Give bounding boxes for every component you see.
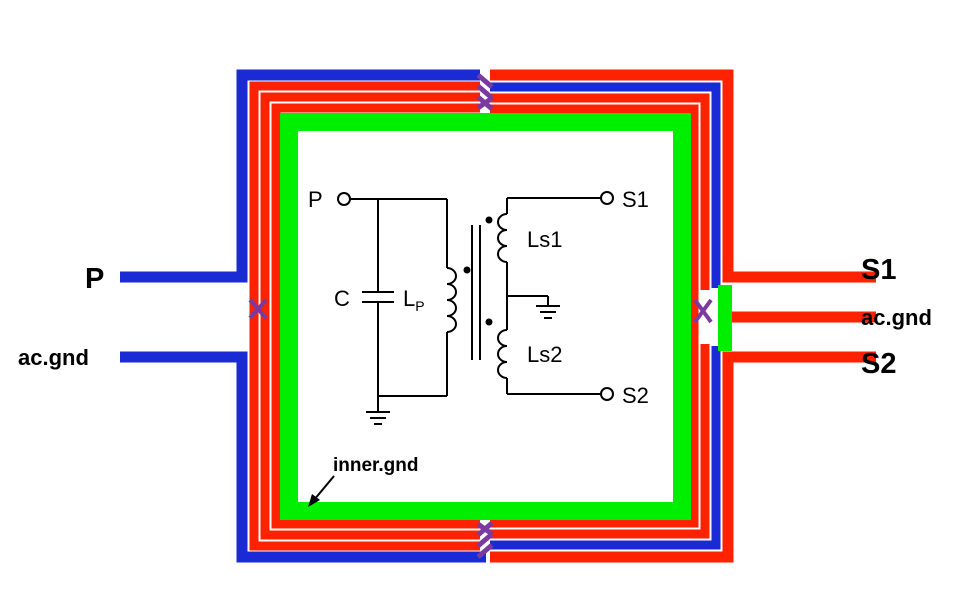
label-primary-gnd: ac.gnd [18,345,89,370]
label-secondary1: S1 [861,254,896,286]
schematic-label-ls1: Ls1 [527,227,562,252]
top-crossover [476,73,494,111]
label-primary: P [85,263,104,295]
ground-symbol-secondary [536,305,560,319]
bottom-crossover [476,521,494,559]
schematic-label-ls2: Ls2 [527,342,562,367]
port-p-terminal [337,192,351,206]
inductor-ls2 [497,329,508,379]
polarity-dot-ls1 [485,216,493,224]
label-inner-gnd: inner.gnd [333,455,419,476]
schematic [337,191,614,425]
schematic-label-s2: S2 [622,383,649,408]
secondary-winding-right-mid [490,93,710,539]
primary-winding-trace [120,69,486,563]
inductor-ls1 [497,213,508,263]
schematic-label-s1: S1 [622,187,649,212]
right-crossover [693,298,713,324]
inductor-lp [446,267,457,333]
polarity-dot-ls2 [485,318,493,326]
schematic-labels: P S1 S2 C LP Ls1 Ls2 [308,187,649,408]
schematic-label-p: P [308,187,323,212]
label-secondary2: S2 [861,348,896,380]
label-secondary-gnd: ac.gnd [861,305,932,330]
port-s2-terminal [600,387,614,401]
winding-layout [120,69,876,563]
primary-winding-return [490,82,721,550]
port-s1-terminal [600,191,614,205]
polarity-dot-primary [463,266,471,274]
left-crossover [248,298,268,320]
secondary-winding-left-inner [271,103,480,529]
inner-ground-ring [280,113,691,520]
secondary-winding-right-outer [490,69,876,563]
schematic-label-lp: LP [403,286,425,314]
schematic-label-c: C [334,286,350,311]
secondary-winding-right-inner [490,104,699,528]
ground-tab-right [718,285,732,351]
ground-symbol-primary [366,411,390,425]
inner-gnd-arrow [308,475,335,507]
